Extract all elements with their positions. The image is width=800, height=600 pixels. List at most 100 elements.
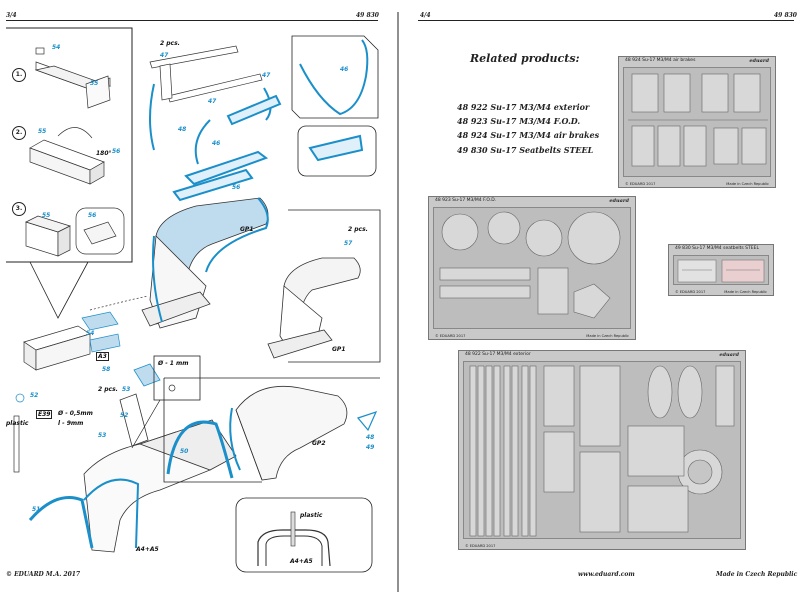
fret-copyright: © EDUARD 2017 — [675, 290, 706, 294]
fret-parts-area — [623, 67, 771, 177]
part-number: 56 — [232, 184, 241, 191]
fret-title: 48 923 Su-17 M3/M4 F.O.D. — [435, 198, 497, 203]
seat-gp1-edge — [152, 235, 163, 323]
blue-frame-cockpit — [83, 478, 140, 549]
fret-copyright: © EDUARD 2017 — [625, 182, 656, 186]
fret-parts-area — [463, 361, 741, 539]
canopy-blue-edge — [229, 407, 241, 471]
part-number: 52 — [30, 392, 39, 399]
part-number: 57 — [344, 240, 353, 247]
drill-hole — [168, 384, 176, 392]
part-number: 46 — [212, 140, 221, 147]
fret-fod-parts — [439, 211, 621, 319]
part-number: 51 — [32, 506, 41, 513]
step2-box — [29, 127, 105, 185]
footer-website: www.eduard.com — [578, 571, 635, 578]
blue-frame-50 — [166, 420, 234, 479]
label-a-ref: A3 — [96, 352, 109, 361]
left-catalog-number: 49 830 — [356, 12, 379, 19]
label-gp2: GP2 — [312, 440, 326, 447]
fret-brand: eduard — [609, 198, 629, 204]
step3-box — [25, 207, 125, 257]
blue-frame-51 — [28, 496, 94, 549]
fret-title: 48 922 Su-17 M3/M4 exterior — [465, 352, 531, 357]
callout-line — [29, 261, 89, 319]
seat-base-parts — [23, 295, 149, 371]
a4a5-plastic-rod — [290, 511, 296, 547]
part-number: 56 — [112, 148, 121, 155]
part-number: 47 — [262, 72, 271, 79]
part-number: 53 — [98, 432, 107, 439]
label-plastic: plastic — [300, 512, 323, 519]
part-number: 53 — [122, 386, 131, 393]
footer-made-in: Made in Czech Republic — [716, 571, 798, 578]
right-header-rule — [418, 20, 794, 21]
part-number: 50 — [180, 448, 189, 455]
blue-parts — [149, 39, 369, 202]
label-gp1: GP1 — [240, 226, 254, 233]
fret-made-in: Made in Czech Republic — [586, 334, 629, 338]
part-number: 47 — [160, 52, 169, 59]
gp1-frame — [288, 209, 381, 363]
canopy-gp2 — [235, 385, 348, 481]
step-2-marker: 2. — [12, 126, 26, 140]
part-number: 55 — [38, 128, 47, 135]
part-number: 56 — [88, 212, 97, 219]
right-page-number: 4/4 — [420, 12, 431, 19]
label-two-pcs: 2 pcs. — [348, 226, 368, 233]
fret-parts-area — [673, 255, 769, 285]
part-number: 52 — [120, 412, 129, 419]
fret-exterior-parts — [469, 365, 735, 537]
fret-airbrakes-parts — [628, 73, 768, 167]
fret-copyright: © EDUARD 2017 — [435, 334, 466, 338]
part-number: 54 — [52, 44, 61, 51]
label-wire-length: l - 9mm — [58, 420, 84, 427]
fret-brand: eduard — [749, 58, 769, 64]
fret-seatbelts: 49 830 Su-17 M3/M4 seatbelts STEEL © EDU… — [668, 244, 774, 296]
step-3-marker: 3. — [12, 202, 26, 216]
rails — [149, 45, 263, 103]
label-wire-diameter: Ø - 0,5mm — [58, 410, 93, 417]
cockpit-tub — [83, 363, 237, 553]
label-two-pcs: 2 pcs. — [98, 386, 118, 393]
callout-46b-box — [297, 125, 377, 177]
label-drill: Ø - 1 mm — [158, 360, 189, 367]
step1-box — [34, 47, 112, 109]
label-angle: 180° — [96, 150, 112, 157]
drill-leader — [131, 399, 161, 449]
fret-brand: eduard — [719, 352, 739, 358]
fret-airbrakes: 48 924 Su-17 M3/M4 air brakes eduard © E… — [618, 56, 776, 188]
part-number: 58 — [102, 366, 111, 373]
callout-46-box — [291, 35, 379, 119]
a4a5-box — [235, 497, 373, 573]
part-number: 48 — [178, 126, 187, 133]
fret-fod: 48 923 Su-17 M3/M4 F.O.D. eduard © EDUAR… — [428, 196, 636, 340]
fret-seatbelts-parts — [677, 259, 765, 283]
label-e-ref: E39 — [36, 410, 53, 419]
label-two-pcs: 2 pcs. — [160, 40, 180, 47]
part-48-49 — [356, 411, 378, 432]
label-plastic: plastic — [6, 420, 29, 427]
pin — [13, 393, 25, 473]
part-number: 54 — [86, 330, 95, 337]
fret-title: 49 830 Su-17 M3/M4 seatbelts STEEL — [675, 246, 759, 251]
fret-made-in: Made in Czech Republic — [724, 290, 767, 294]
seat-gp1-main — [141, 197, 269, 329]
fret-copyright: © EDUARD 2017 — [465, 544, 496, 548]
fret-title: 48 924 Su-17 M3/M4 air brakes — [625, 58, 696, 63]
left-page-number: 3/4 — [6, 12, 17, 19]
fret-parts-area — [433, 207, 631, 329]
part-number: 47 — [208, 98, 217, 105]
fret-made-in: Made in Czech Republic — [726, 182, 769, 186]
related-product-item: 48 923 Su-17 M3/M4 F.O.D. — [457, 116, 581, 126]
step-1-marker: 1. — [12, 68, 26, 82]
label-gp1: GP1 — [332, 346, 346, 353]
related-products-title: Related products: — [470, 52, 580, 65]
part-number: 48 — [366, 434, 375, 441]
label-a4a5: A4+A5 — [136, 546, 159, 553]
footer-copyright: © EDUARD M.A. 2017 — [6, 571, 81, 578]
related-product-item: 48 922 Su-17 M3/M4 exterior — [457, 102, 590, 112]
part-number: 55 — [42, 212, 51, 219]
related-product-item: 49 830 Su-17 Seatbelts STEEL — [457, 145, 594, 155]
